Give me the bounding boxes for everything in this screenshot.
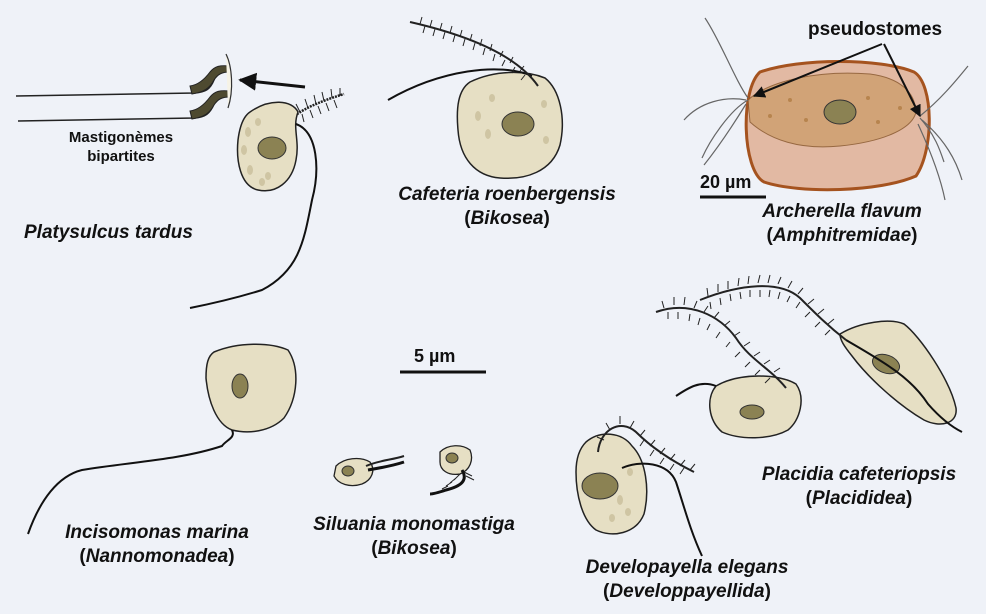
cafeteria-group: Bikosea <box>471 208 544 229</box>
placidia-illustration <box>656 275 962 438</box>
archerella-label: Archerella flavum (Amphitremidae) <box>742 200 942 248</box>
siluania-cell-2-nucleus <box>446 453 458 463</box>
incisomonas-illustration <box>28 344 296 534</box>
incisomonas-name: Incisomonas marina <box>22 521 292 545</box>
cafeteria-illustration <box>388 17 562 178</box>
platysulcus-illustration <box>16 54 344 308</box>
scale-bar-5um-label: 5 µm <box>414 344 455 368</box>
pseudostomes-label: pseudostomes <box>808 18 942 42</box>
siluania-illustration <box>334 446 474 494</box>
siluania-group: Bikosea <box>378 538 451 559</box>
archerella-name: Archerella flavum <box>742 200 942 224</box>
mastigonemes-label-line1: Mastigonèmes <box>56 128 186 147</box>
incisomonas-group: Nannomonadea <box>86 546 229 567</box>
developayella-name: Developayella elegans <box>562 556 812 580</box>
siluania-name: Siluania monomastiga <box>296 513 532 537</box>
platysulcus-nucleus <box>258 137 286 159</box>
developayella-group: Developpayellida <box>609 581 764 602</box>
siluania-label: Siluania monomastiga (Bikosea) <box>296 513 532 561</box>
placidia-label: Placidia cafeteriopsis (Placididea) <box>744 463 974 511</box>
mastigonemes-label: Mastigonèmes bipartites <box>56 128 186 166</box>
placidia-name: Placidia cafeteriopsis <box>744 463 974 487</box>
developayella-illustration <box>576 416 702 556</box>
cafeteria-label: Cafeteria roenbergensis (Bikosea) <box>372 183 642 231</box>
developayella-label: Developayella elegans (Developpayellida) <box>562 556 812 604</box>
placidia-cell-1-nucleus <box>740 405 764 419</box>
platysulcus-name: Platysulcus tardus <box>24 221 193 245</box>
placidia-smooth-flagellum-1 <box>676 384 716 396</box>
developayella-nucleus <box>582 473 618 499</box>
mastigonemes-label-line2: bipartites <box>56 147 186 166</box>
archerella-nucleus <box>824 100 856 124</box>
platysulcus-hairy-flagellum <box>290 94 344 120</box>
incisomonas-nucleus <box>232 374 248 398</box>
placidia-hairy-flagellum-2 <box>700 286 846 340</box>
cafeteria-nucleus <box>502 112 534 136</box>
incisomonas-flagellum <box>28 430 233 534</box>
placidia-group: Placididea <box>812 488 906 509</box>
incisomonas-label: Incisomonas marina (Nannomonadea) <box>22 521 292 569</box>
incisomonas-cell-body <box>206 344 296 432</box>
cafeteria-name: Cafeteria roenbergensis <box>372 183 642 207</box>
archerella-group: Amphitremidae <box>773 225 911 246</box>
scale-bar-20um-label: 20 µm <box>700 170 751 194</box>
